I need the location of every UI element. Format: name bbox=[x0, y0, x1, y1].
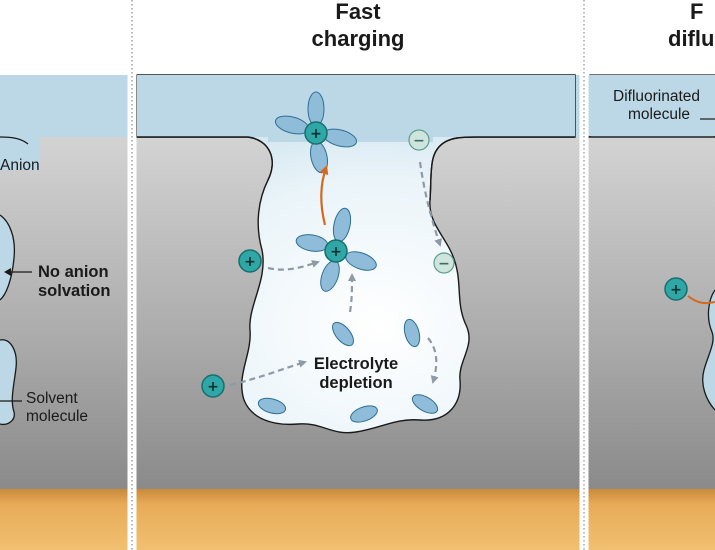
depletion-arrow-4 bbox=[229, 359, 307, 387]
difluorinated-molecule-label: Difluorinated molecule bbox=[613, 88, 715, 124]
solvent-molecule bbox=[257, 397, 287, 415]
solvated-cation-middle bbox=[295, 207, 377, 292]
solvent-molecule-line2: molecule bbox=[26, 407, 89, 425]
no-anion-solvation-line2: solvation bbox=[38, 281, 111, 300]
cation-symbol: + bbox=[207, 379, 219, 395]
right-title: F diflu bbox=[668, 0, 715, 52]
solvent-molecule-label: Solvent molecule bbox=[26, 390, 88, 426]
left-pore-blob-1 bbox=[0, 214, 16, 301]
depletion-arrow-5 bbox=[427, 337, 439, 384]
depletion-arrow-2 bbox=[347, 273, 356, 313]
anion-2 bbox=[433, 252, 455, 274]
solvent-molecule-line1: Solvent bbox=[26, 390, 78, 407]
electrolyte-depletion-line2: depletion bbox=[319, 373, 393, 392]
center-pore-top-right-edge bbox=[429, 136, 575, 201]
anion-label: Anion bbox=[0, 157, 40, 174]
no-anion-solvation-line1: No anion bbox=[38, 263, 109, 281]
anion-symbol: − bbox=[413, 133, 425, 149]
solvated-cation-top bbox=[274, 91, 358, 174]
solvent-molecule bbox=[403, 318, 421, 348]
left-pore bbox=[0, 137, 40, 170]
cation-free-3 bbox=[664, 277, 688, 301]
center-pore-top-left-edge bbox=[137, 136, 273, 181]
cation-symbol: + bbox=[310, 126, 322, 142]
electrolyte-depletion-label: Electrolyte depletion bbox=[300, 355, 412, 393]
difluorinated-line2: molecule bbox=[628, 105, 691, 123]
center-title-line1: Fast bbox=[335, 0, 381, 24]
solvent-molecule bbox=[411, 394, 439, 414]
cation-symbol: + bbox=[244, 254, 256, 270]
anion-symbol: − bbox=[438, 256, 450, 272]
cation-symbol: + bbox=[330, 244, 342, 260]
no-anion-leader-arrow bbox=[4, 268, 11, 276]
electrolyte-depletion-line1: Electrolyte bbox=[313, 355, 399, 373]
no-anion-solvation-label: No anion solvation bbox=[38, 263, 110, 301]
right-pore-blob bbox=[702, 289, 715, 411]
anion-1 bbox=[408, 129, 430, 151]
solvent-molecule bbox=[332, 321, 354, 347]
right-electrolyte-top bbox=[588, 75, 715, 136]
difluorinated-line1: Difluorinated bbox=[613, 88, 701, 105]
current-collector bbox=[0, 489, 715, 550]
depletion-arrow-1 bbox=[267, 260, 320, 271]
cation-free-2 bbox=[201, 374, 225, 398]
depletion-arrow-3 bbox=[418, 161, 442, 247]
center-electrolyte-top bbox=[137, 75, 575, 137]
left-pore-rim bbox=[0, 136, 29, 145]
right-title-line2: diflu bbox=[668, 26, 715, 51]
right-orange-arrow bbox=[687, 295, 715, 305]
center-title: Fast charging bbox=[258, 0, 458, 52]
right-title-line1: F bbox=[690, 0, 704, 24]
cation-free-1 bbox=[238, 249, 262, 273]
orange-arrow bbox=[319, 165, 329, 226]
left-pore-blob-2 bbox=[0, 339, 17, 426]
cation-symbol: + bbox=[670, 282, 682, 298]
center-title-line2: charging bbox=[311, 26, 405, 51]
solvent-molecule bbox=[350, 405, 378, 423]
